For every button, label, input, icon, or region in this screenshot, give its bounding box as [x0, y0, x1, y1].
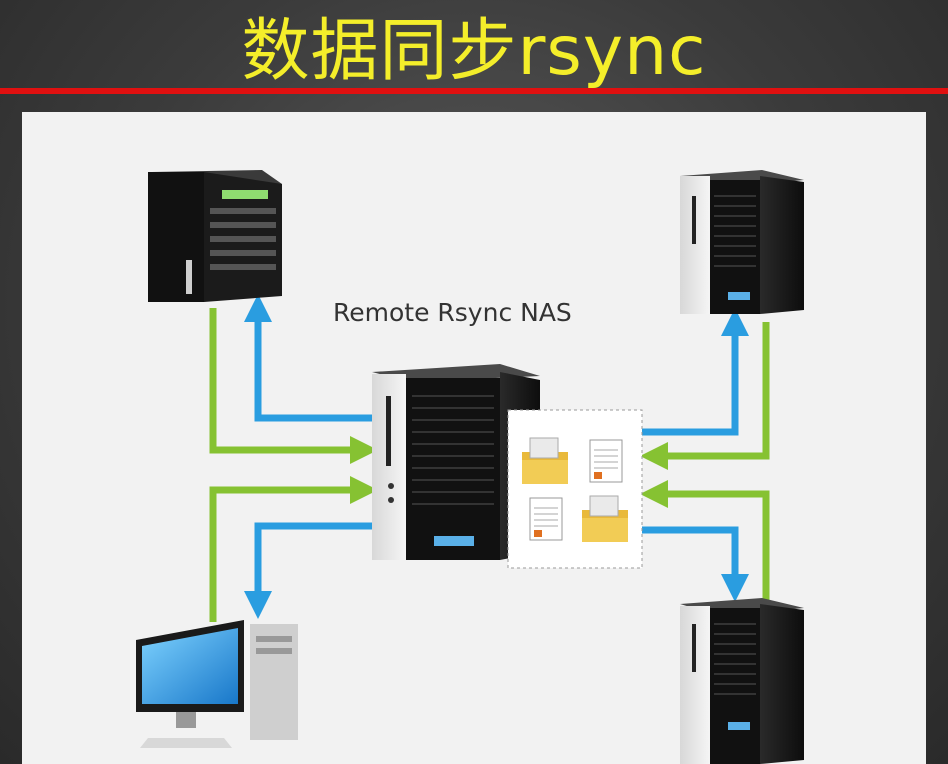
desktop-pc-icon — [136, 620, 298, 748]
arrow-green-from-top-left — [209, 308, 378, 464]
folder-icon — [522, 437, 568, 484]
arrow-blue-to-bottom-right — [642, 526, 749, 602]
nas-4bay-icon — [148, 170, 282, 302]
arrow-blue-to-top-right — [642, 308, 749, 436]
arrow-blue-to-desktop — [244, 522, 372, 619]
title-divider — [0, 88, 948, 94]
page-title: 数据同步rsync — [241, 11, 707, 91]
tower-server-icon — [680, 598, 804, 764]
folder-icon — [582, 495, 628, 542]
document-icon — [529, 497, 563, 541]
synced-files-panel — [507, 409, 643, 569]
arrow-blue-to-top-left — [244, 294, 372, 422]
document-icon — [589, 439, 623, 483]
arrow-green-from-desktop — [209, 476, 378, 622]
arrow-green-from-bottom-right — [640, 480, 770, 602]
tower-server-icon — [680, 170, 804, 314]
center-node-label: Remote Rsync NAS — [333, 298, 572, 327]
arrow-green-from-top-right — [640, 322, 770, 470]
